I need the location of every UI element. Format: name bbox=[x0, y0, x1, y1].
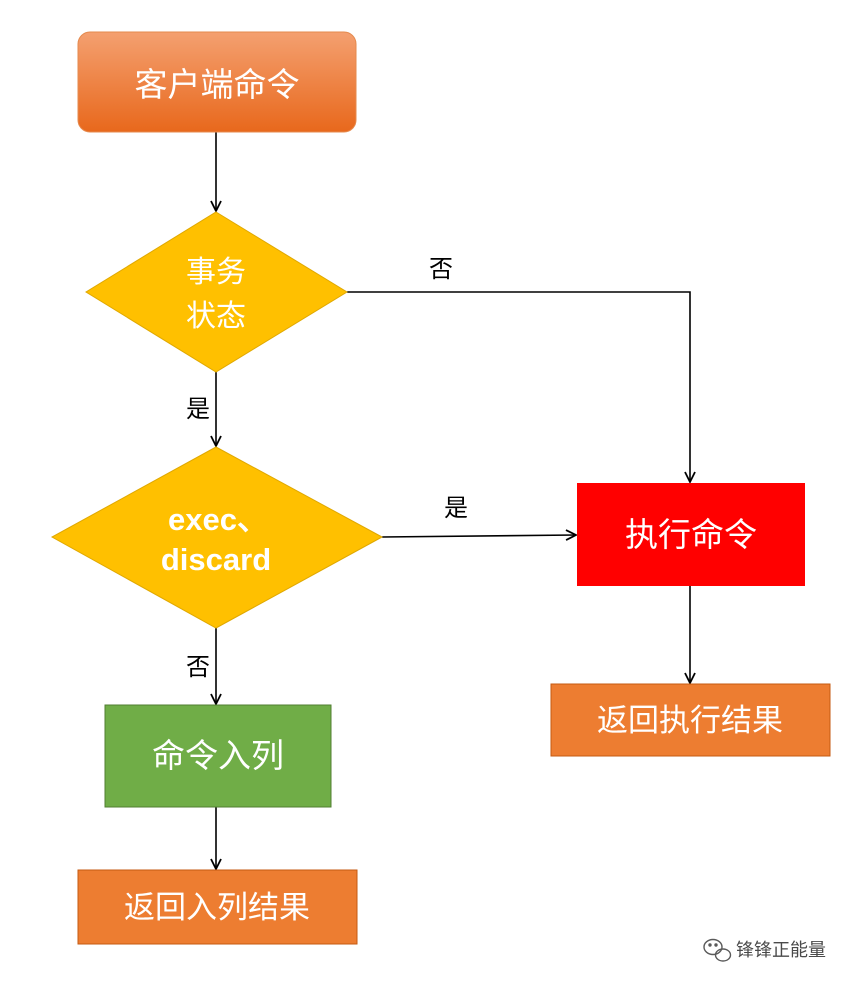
node-return-enqueue-result: 返回入列结果 bbox=[77, 869, 358, 945]
edges bbox=[216, 132, 690, 869]
label-tx-no: 否 bbox=[429, 255, 453, 283]
node-execute-command: 执行命令 bbox=[577, 483, 805, 586]
label-exec-no: 否 bbox=[186, 653, 210, 681]
watermark: 锋锋正能量 bbox=[703, 938, 826, 962]
label-exec-yes: 是 bbox=[444, 494, 468, 522]
node-return-exec-result-label: 返回执行结果 bbox=[597, 703, 783, 739]
node-tx-state-line2: 状态 bbox=[186, 299, 246, 334]
wechat-icon bbox=[703, 938, 732, 962]
node-execute-command-label: 执行命令 bbox=[625, 515, 757, 554]
node-return-exec-result: 返回执行结果 bbox=[550, 683, 831, 757]
edge-exec-yes-to-execute bbox=[381, 535, 576, 537]
node-client-command-label: 客户端命令 bbox=[135, 65, 300, 104]
node-exec-discard-line2: discard bbox=[161, 542, 271, 577]
node-exec-discard-line1: exec、 bbox=[168, 502, 268, 537]
label-tx-yes: 是 bbox=[186, 395, 210, 423]
node-enqueue-command-label: 命令入列 bbox=[152, 736, 284, 775]
node-exec-discard: exec、 discard bbox=[50, 446, 384, 629]
node-return-enqueue-result-label: 返回入列结果 bbox=[124, 890, 310, 926]
node-tx-state: 事务 状态 bbox=[85, 211, 348, 373]
watermark-text: 锋锋正能量 bbox=[736, 940, 826, 961]
node-tx-state-line1: 事务 bbox=[186, 255, 246, 290]
edge-tx-no-to-execute bbox=[347, 291, 690, 482]
node-client-command: 客户端命令 bbox=[77, 31, 357, 133]
node-enqueue-command: 命令入列 bbox=[104, 704, 332, 808]
